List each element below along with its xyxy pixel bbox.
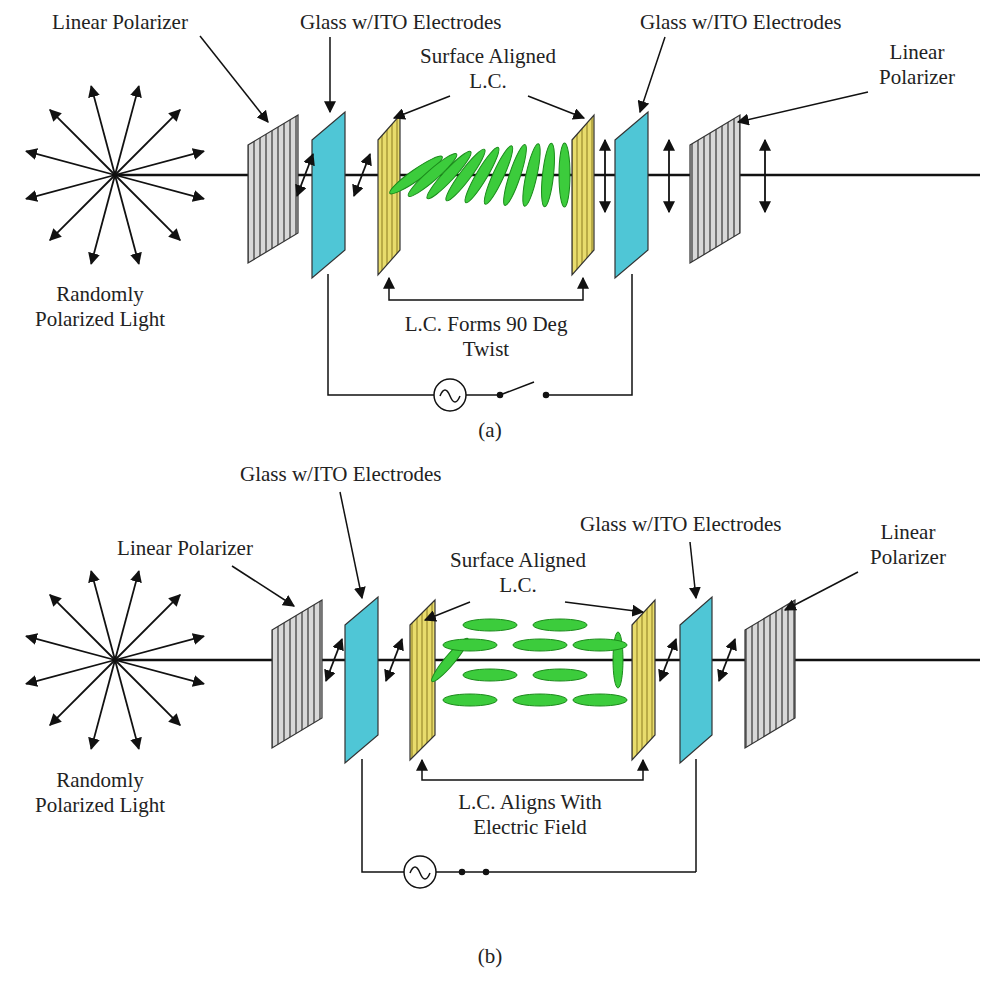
panel-label: (b)	[465, 944, 515, 969]
state-label: L.C. Forms 90 Deg Twist	[400, 312, 572, 362]
polarizer	[248, 115, 298, 263]
polarizer	[690, 115, 740, 263]
source-label: Randomly Polarized Light	[30, 282, 170, 332]
source-label: Randomly Polarized Light	[30, 768, 170, 818]
panel-label: (a)	[465, 418, 515, 443]
part-label: Surface Aligned L.C.	[448, 548, 588, 598]
align-plate	[378, 115, 400, 275]
polarizer	[272, 600, 322, 748]
align-plate	[632, 600, 655, 760]
polarizer	[745, 600, 795, 748]
part-label: Glass w/ITO Electrodes	[640, 10, 880, 35]
glass	[615, 112, 648, 278]
align-plate	[572, 115, 594, 275]
glass	[312, 112, 345, 278]
state-label: L.C. Aligns With Electric Field	[430, 790, 630, 840]
part-label: Linear Polarizer	[85, 536, 285, 561]
part-label: Linear Polarizer	[848, 520, 968, 570]
part-label: Surface Aligned L.C.	[418, 44, 558, 94]
part-label: Linear Polarizer	[862, 40, 972, 90]
part-label: Glass w/ITO Electrodes	[240, 462, 480, 487]
glass	[345, 597, 378, 763]
part-label: Linear Polarizer	[20, 10, 220, 35]
part-label: Glass w/ITO Electrodes	[300, 10, 540, 35]
glass	[680, 597, 712, 763]
part-label: Glass w/ITO Electrodes	[580, 512, 820, 537]
